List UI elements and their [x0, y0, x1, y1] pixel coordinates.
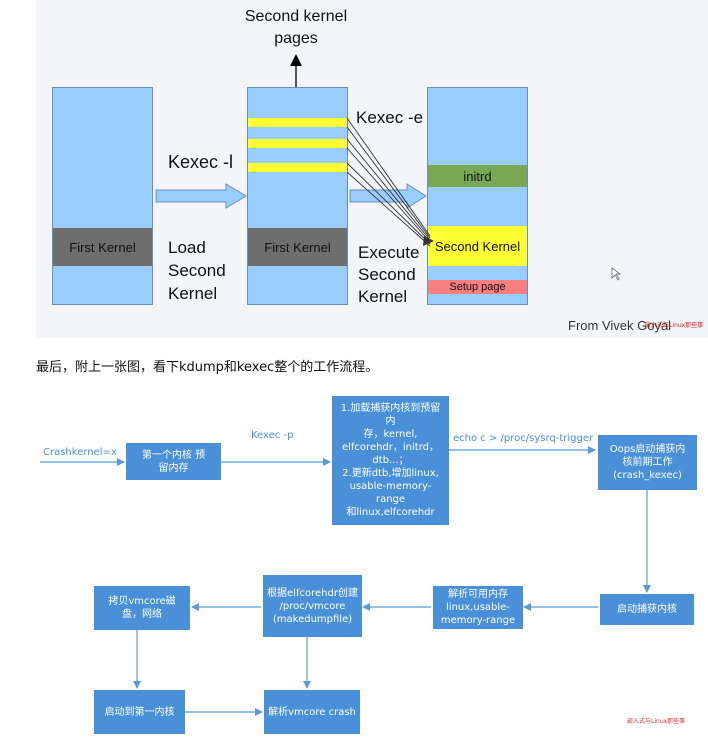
- box-load-capture-kernel: 1.加载捕获内核到预留内 存，kernel, elfcorehdr，initrd…: [332, 396, 449, 525]
- second-kernel-page-3: [248, 163, 347, 172]
- setup-page-block: Setup page: [428, 280, 527, 294]
- second-kernel-page-1: [248, 118, 347, 127]
- second-kernel-label: Second Kernel: [434, 238, 521, 254]
- box-boot-capture-kernel: 启动捕获内核: [600, 594, 694, 625]
- second-kernel-block: Second Kernel: [428, 226, 527, 266]
- box-oops-crash-kexec: Oops启动捕获内 核前期工作 (crash_kexec): [598, 435, 697, 490]
- box-parse-vmcore-crash: 解析vmcore crash: [264, 690, 360, 734]
- crashkernel-label: Crashkernel=x: [43, 447, 117, 458]
- box-reserve-memory: 第一个内核 预 留内存: [126, 443, 221, 480]
- second-kernel-pages-label: Second kernel pages: [244, 8, 348, 47]
- first-kernel-block-left: First Kernel: [53, 228, 152, 266]
- watermark-top: 嵌入式与Linux那些事: [645, 322, 704, 329]
- first-kernel-label-mid: First Kernel: [264, 239, 331, 255]
- load-second-kernel-label: Load Second Kernel: [168, 238, 226, 303]
- kexec-e-label: Kexec -e: [356, 108, 424, 127]
- first-kernel-memory-column: [52, 87, 153, 305]
- caption-text: 最后，附上一张图，看下kdump和kexec整个的工作流程。: [36, 360, 379, 375]
- box-parse-usable-memory: 解析可用内存 linux,usable- memory-range: [433, 586, 523, 629]
- box-boot-first-kernel: 启动到第一内核: [94, 690, 185, 734]
- box-copy-vmcore: 拷贝vmcore磁 盘，网络: [94, 586, 190, 630]
- credit-label: From Vivek Goyal: [568, 318, 672, 333]
- second-kernel-page-2: [248, 139, 347, 148]
- setup-page-label: Setup page: [449, 281, 506, 293]
- executed-memory-column: [427, 87, 528, 305]
- kexec-l-label: Kexec -l: [168, 152, 234, 172]
- initrd-label: initrd: [463, 168, 492, 184]
- echo-trigger-label: echo c > /proc/sysrq-trigger: [453, 433, 594, 444]
- initrd-block: initrd: [428, 165, 527, 187]
- execute-second-kernel-label: Execute Second Kernel: [358, 243, 420, 306]
- box-create-proc-vmcore: 根据elfcorehdr创建 /proc/vmcore (makedumpfil…: [263, 575, 362, 637]
- first-kernel-block-mid: First Kernel: [248, 228, 347, 266]
- watermark-bottom: 嵌入式与Linux那些事: [627, 718, 686, 725]
- kexec-p-label: Kexec -p: [251, 430, 294, 441]
- first-kernel-label-left: First Kernel: [69, 239, 136, 255]
